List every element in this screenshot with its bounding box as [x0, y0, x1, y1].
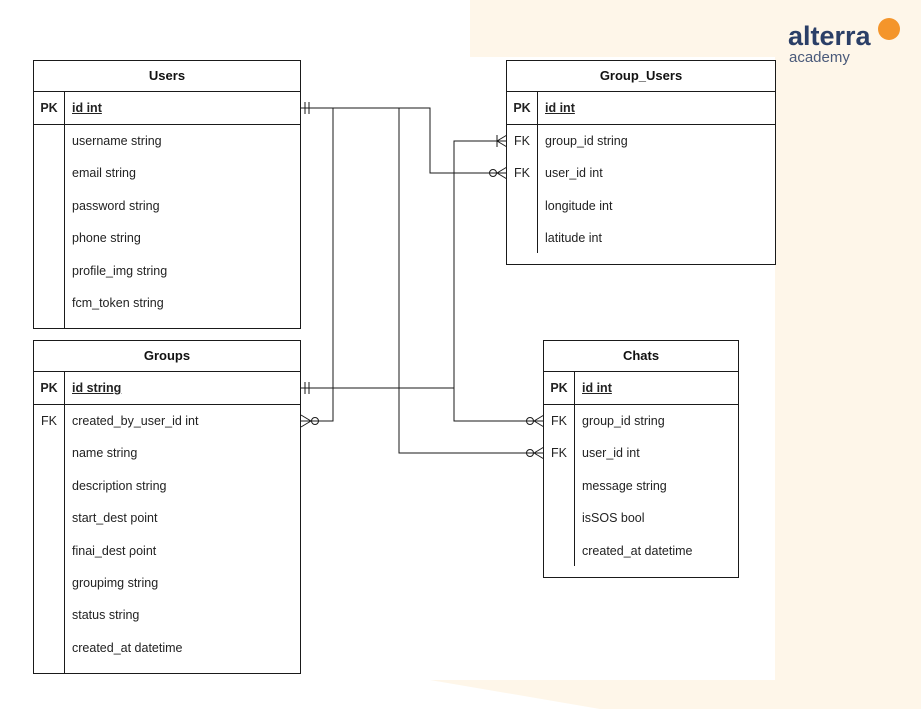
attribute-row: username string [34, 125, 300, 157]
pk-attribute: id string [72, 381, 122, 395]
rel-users-groups [300, 107, 334, 422]
pk-row: PK id string [34, 372, 300, 405]
attribute: description string [72, 478, 167, 493]
attribute-row: start_dest point [34, 502, 300, 534]
pk-attribute: id int [545, 101, 575, 115]
attribute: user_id int [582, 446, 640, 461]
pk-attribute: id int [582, 381, 612, 395]
pk-label: PK [40, 381, 58, 395]
attribute: group_id string [545, 134, 628, 148]
attribute: created_by_user_id int [72, 414, 199, 428]
attribute: start_dest point [72, 511, 158, 526]
attribute: fcm_token string [72, 295, 164, 310]
key-label: FK [551, 446, 567, 461]
brand-subtitle: academy [789, 49, 850, 66]
rel-groups-chats [453, 388, 544, 422]
divider [64, 92, 65, 329]
attribute: groupimg string [72, 575, 159, 590]
rel-users-chats [300, 107, 544, 454]
attribute-row: created_at datetime [544, 535, 738, 567]
attribute: created_at datetime [72, 640, 183, 655]
pk-attribute: id int [72, 101, 102, 115]
entity-chats: Chats PK id int FK group_id string FK user… [543, 340, 739, 578]
attribute-row: FK user_id int [507, 157, 775, 189]
attribute-row: password string [34, 190, 300, 222]
attribute-row: FK group_id string [544, 405, 738, 437]
attribute: latitude int [545, 231, 602, 246]
divider [574, 372, 575, 566]
attribute-row: FK group_id string [507, 125, 775, 157]
alterra-academy-logo: alterra academy [788, 22, 871, 65]
attribute-row: isSOS bool [544, 502, 738, 534]
attribute-row: longitude int [507, 190, 775, 222]
attribute: status string [72, 608, 140, 623]
attribute: created_at datetime [582, 543, 693, 558]
entity-groups: Groups PK id string FK created_by_user_id… [33, 340, 301, 674]
attribute-row: description string [34, 470, 300, 502]
entity-title: Groups [34, 341, 300, 372]
attribute: longitude int [545, 198, 613, 213]
key-label: FK [41, 414, 57, 428]
pk-label: PK [513, 101, 531, 115]
key-label: FK [514, 134, 530, 148]
attribute-row: name string [34, 437, 300, 469]
entity-title: Users [34, 61, 300, 92]
pk-row: PK id int [544, 372, 738, 405]
pk-row: PK id int [507, 92, 775, 125]
attribute: group_id string [582, 414, 665, 428]
attribute-row: FK created_by_user_id int [34, 405, 300, 437]
attribute: profile_img string [72, 263, 168, 278]
attribute: phone string [72, 231, 141, 246]
attribute: email string [72, 166, 136, 181]
attribute-row: profile_img string [34, 255, 300, 287]
attribute: password string [72, 198, 160, 213]
key-label: FK [551, 414, 567, 428]
pk-label: PK [40, 101, 58, 115]
pk-row: PK id int [34, 92, 300, 125]
attribute-row: finai_dest ρoint [34, 535, 300, 567]
attribute-row: fcm_token string [34, 287, 300, 319]
attribute-row: groupimg string [34, 567, 300, 599]
attribute-row: created_at datetime [34, 632, 300, 664]
attribute-row: phone string [34, 222, 300, 254]
brand-dot-icon [878, 18, 900, 40]
entity-title: Group_Users [507, 61, 775, 92]
brand-name: alterra [788, 21, 871, 51]
attribute-row: latitude int [507, 222, 775, 254]
attribute: username string [72, 134, 162, 148]
attribute-row: status string [34, 599, 300, 631]
entity-title: Chats [544, 341, 738, 372]
divider [64, 372, 65, 674]
rel-groups-groupusers [300, 140, 507, 389]
attribute: message string [582, 478, 667, 493]
attribute: name string [72, 446, 138, 461]
attribute-row: FK user_id int [544, 437, 738, 469]
attribute-row: message string [544, 470, 738, 502]
attribute: user_id int [545, 166, 603, 181]
attribute: isSOS bool [582, 511, 645, 526]
attribute: finai_dest ρoint [72, 543, 157, 558]
pk-label: PK [550, 381, 568, 395]
entity-users: Users PK id int username string email st… [33, 60, 301, 329]
key-label: FK [514, 166, 530, 181]
attribute-row: email string [34, 157, 300, 189]
divider [537, 92, 538, 253]
